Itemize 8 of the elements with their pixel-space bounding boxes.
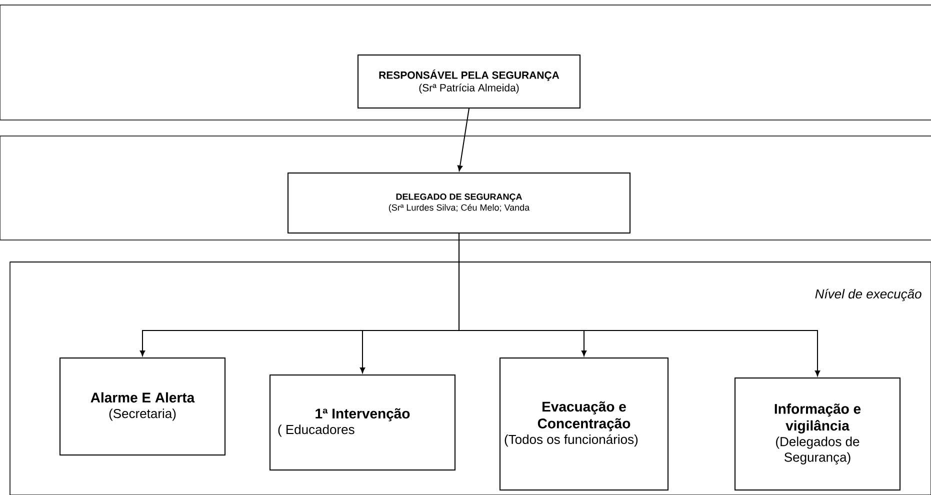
role-box: 1ª Intervenção ( Educadores: [270, 374, 456, 470]
role-box: Alarme E Alerta (Secretaria): [60, 358, 226, 456]
arrow: [457, 108, 470, 172]
arrow: [458, 233, 820, 376]
role-box: RESPONSÁVEL PELA SEGURANÇA (Srª Patrícia Almeida): [358, 54, 580, 108]
role-box: DELEGADO DE SEGURANÇA (Srª Lurdes Silva; Céu Melo; Vanda: [288, 172, 630, 234]
role-box: Informação e vigilância (Delegados de Segurança): [734, 378, 900, 490]
role-box: Evacuação e Concentração (Todos os funcionários): [500, 358, 668, 490]
